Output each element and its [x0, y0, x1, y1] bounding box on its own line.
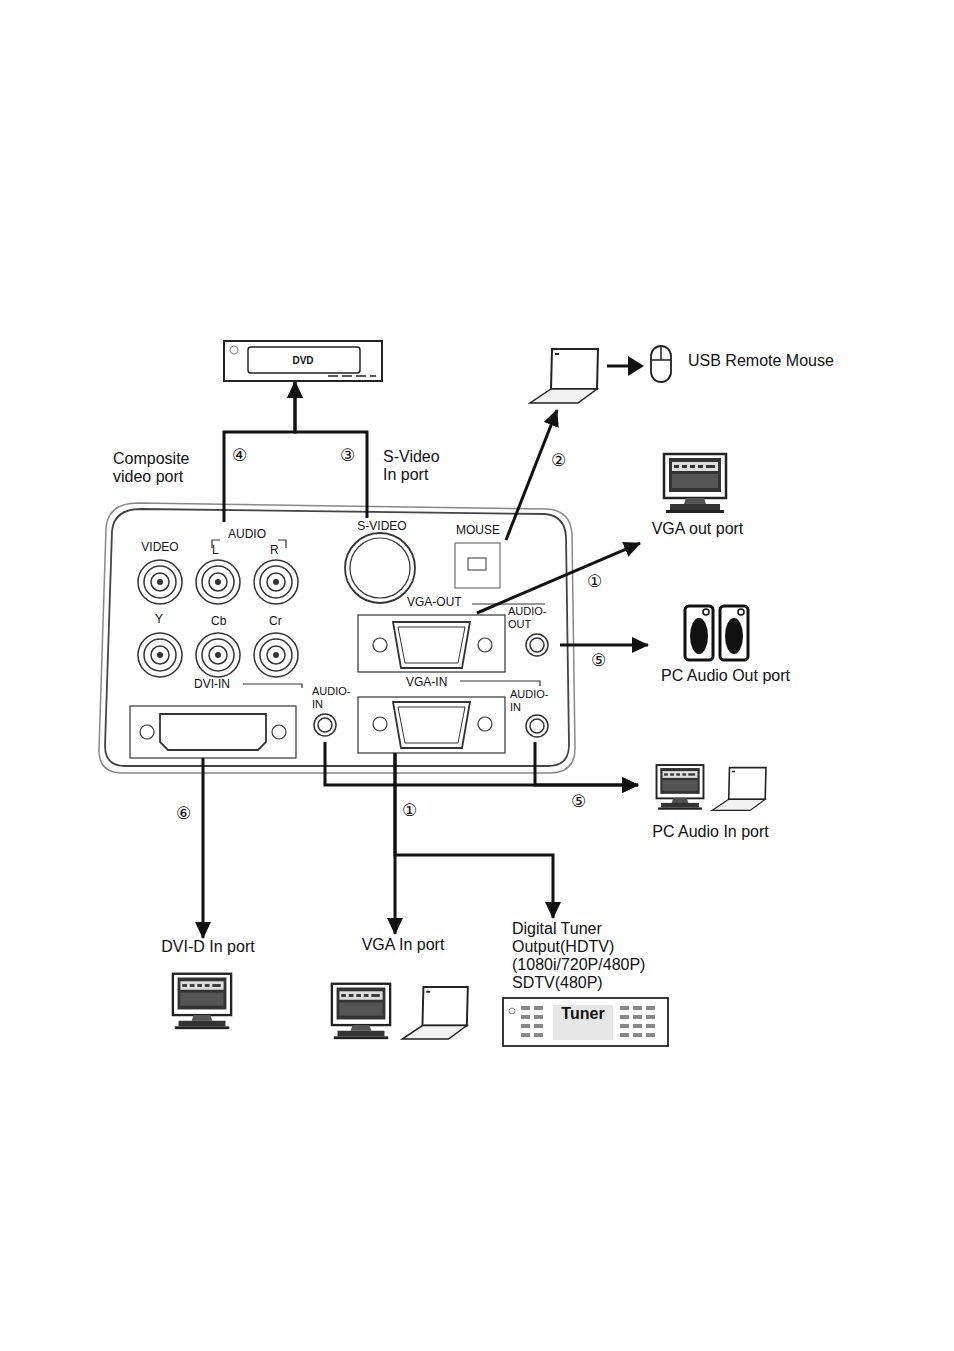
vga-out-port: VGA-OUT [358, 613, 505, 673]
port-label: VGA-IN [406, 676, 447, 690]
jack-label: Y [155, 613, 163, 627]
callout-number: ② [551, 451, 566, 471]
port-caption: S-Video In port [383, 448, 455, 485]
cable-arrow [295, 382, 367, 518]
audio-in-port: AUDIO- IN [308, 684, 362, 742]
callout-number: ⑤ [571, 792, 586, 812]
dvd-player: DVD [223, 340, 383, 382]
cable-arrow [224, 382, 295, 522]
usb-mouse-device: USB Remote Mouse [528, 340, 860, 410]
pc-speakers: PC Audio Out port [648, 600, 803, 690]
jack-label: Cb [211, 615, 226, 629]
jack-label: Cr [269, 615, 282, 629]
cable-arrow [560, 644, 648, 647]
port-label: MOUSE [450, 524, 506, 538]
port-label: L [212, 544, 219, 558]
video-port: VIDEO [134, 538, 186, 608]
cable-arrow [325, 742, 638, 785]
s-video-port: S-VIDEO [338, 518, 426, 608]
cable-arrow [395, 753, 553, 918]
vga-out-monitor: VGA out port [640, 450, 755, 545]
port-label: AUDIO- OUT [508, 605, 556, 630]
port-label: DVD [225, 355, 381, 367]
device-label: Tuner [553, 1005, 613, 1023]
audio-out-port: AUDIO- OUT [506, 604, 560, 660]
cable-arrow [477, 543, 640, 613]
port-caption: Composite video port [113, 450, 209, 487]
port-label: DVI-IN [194, 678, 230, 692]
device-label: Digital Tuner Output(HDTV) (1080i/720P/4… [512, 920, 672, 992]
vga-in-device: VGA In port [328, 934, 478, 1046]
port-label: AUDIO- IN [510, 688, 558, 713]
device-label: VGA In port [328, 936, 478, 954]
callout-number: ① [587, 572, 602, 592]
mouse-port: MOUSE [450, 520, 506, 592]
port-label: S-VIDEO [338, 520, 426, 534]
cable-arrow [202, 758, 205, 938]
digital-tuner: Digital Tuner Output(HDTV) (1080i/720P/4… [500, 918, 672, 1048]
port-label: VIDEO [134, 541, 186, 555]
device-label: PC Audio In port [638, 823, 783, 841]
callout-number: ④ [232, 446, 247, 466]
port-label: AUDIO- IN [312, 685, 360, 710]
callout-number: ⑥ [176, 804, 191, 824]
cable-arrow [506, 410, 557, 540]
audio-in-port: AUDIO- IN [506, 688, 560, 742]
callout-number: ⑤ [591, 651, 606, 671]
pc-audio-in-device: PC Audio In port [638, 760, 783, 846]
dvi-d-monitor: DVI-D In port [148, 938, 268, 1034]
device-label: USB Remote Mouse [688, 352, 834, 370]
device-label: PC Audio Out port [648, 667, 803, 685]
port-label: R [270, 544, 279, 558]
dvi-in-port: DVI-IN [130, 706, 296, 758]
vga-in-port: VGA-IN [358, 696, 505, 753]
device-label: DVI-D In port [148, 938, 268, 956]
port-label: VGA-OUT [407, 596, 462, 610]
port-label: AUDIO [228, 528, 266, 542]
device-label: VGA out port [640, 520, 755, 538]
audio-port: AUDIO L R [195, 522, 300, 607]
cable-arrow [535, 742, 638, 785]
callout-number: ① [402, 801, 417, 821]
callout-number: ③ [340, 446, 355, 466]
